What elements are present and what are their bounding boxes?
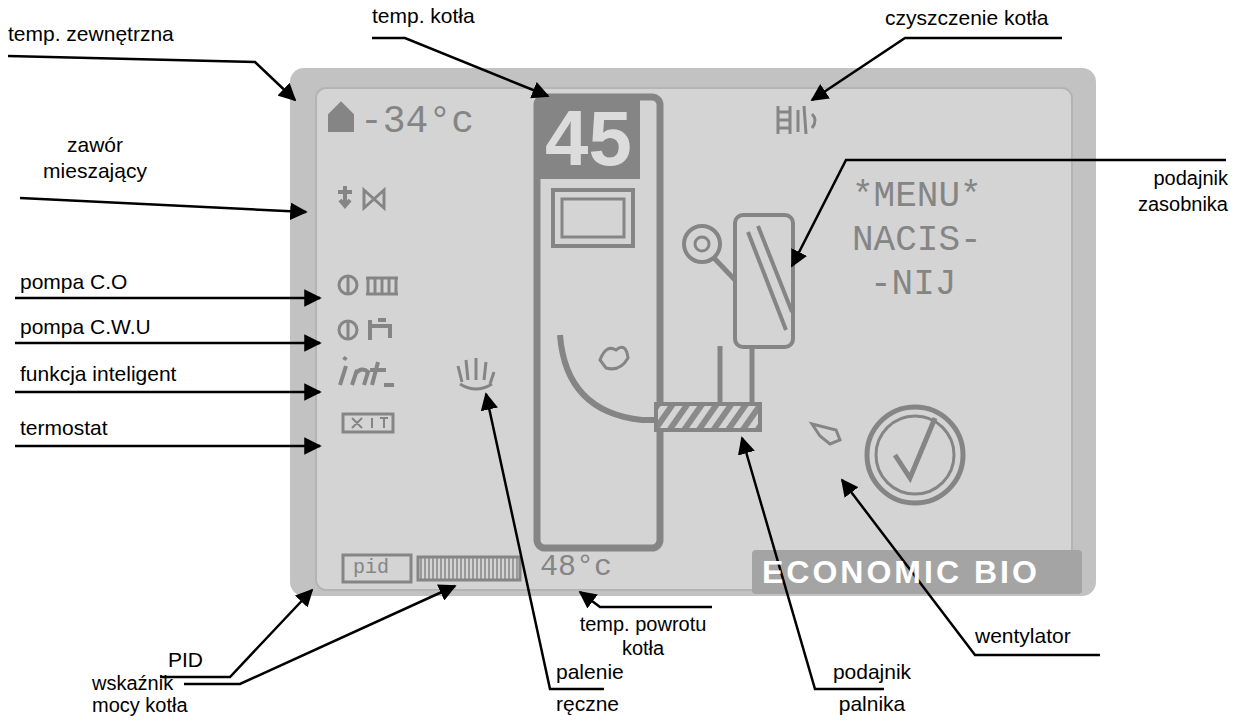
- leader-line: [580, 592, 712, 607]
- leader-line: [15, 297, 320, 300]
- ok-check: [895, 418, 935, 478]
- leader-line: [812, 38, 1062, 100]
- lcd-frame: [290, 68, 1096, 596]
- pump-cwu-icon: [339, 321, 357, 339]
- lcd-menu-text: -NIJ: [870, 264, 956, 305]
- hopper: [735, 215, 793, 347]
- leader-line: [372, 38, 548, 96]
- lcd-menu-text: NACIS-: [852, 220, 982, 261]
- lcd-screen: [316, 88, 1072, 590]
- lcd-return-temp: 48°c: [540, 550, 612, 584]
- callout-label: wentylator: [975, 624, 1071, 648]
- ok-circle: [867, 407, 963, 503]
- callout-label: czyszczenie kotła: [885, 6, 1048, 30]
- callout-label: termostat: [20, 416, 108, 440]
- power-bar: [418, 557, 520, 580]
- cleaning-icon: [778, 106, 815, 134]
- leader-line: [15, 391, 320, 394]
- callout-label: zawór mieszający: [30, 132, 160, 184]
- fan-icon: [812, 424, 840, 444]
- valve-arrow: [338, 186, 352, 206]
- leader-line: [486, 394, 604, 689]
- lcd-icons: [330, 97, 963, 582]
- lcd-boiler-temp: 45: [537, 97, 640, 179]
- valve-icon: [364, 190, 384, 208]
- boiler-door: [553, 190, 633, 246]
- thermostat-icon: [343, 414, 393, 432]
- flame-icon: [600, 347, 628, 369]
- leader-line: [20, 198, 306, 212]
- pid-frame: [343, 555, 411, 582]
- house-icon: [330, 104, 352, 130]
- manual-burn-icon: [458, 358, 494, 389]
- boiler-outline: [537, 97, 660, 548]
- boiler-chamber: [560, 335, 656, 420]
- callout-label: podajnik zasobnika: [1106, 165, 1228, 217]
- leader-line: [184, 586, 455, 684]
- feeder-pipe: [720, 346, 752, 404]
- leader-line: [160, 590, 312, 677]
- lcd-menu-text: *MENU*: [852, 176, 982, 217]
- lcd-pid-text: pid: [353, 556, 389, 580]
- callout-label: podajnik palnika: [822, 656, 922, 720]
- radiator-icon: [366, 278, 398, 294]
- lcd-outdoor-temp: -34°c: [360, 100, 474, 144]
- brand-watermark: ECONOMIC BIO: [762, 553, 1040, 591]
- callout-label: temp. kotła: [372, 4, 475, 28]
- callout-label: temp. powrotu kotła: [568, 612, 718, 660]
- burner-feeder: [656, 404, 760, 430]
- hopper-feeder: [748, 226, 792, 330]
- callout-label: wskaźnik mocy kotła: [92, 672, 202, 716]
- hopper-motor: [684, 226, 720, 262]
- leader-lines: [8, 38, 1226, 689]
- pump-co-icon: [339, 276, 357, 294]
- brand-strip: [752, 550, 1082, 594]
- leader-line: [15, 445, 320, 448]
- callout-label: pompa C.W.U: [20, 315, 151, 339]
- callout-label: PID: [168, 648, 203, 672]
- leader-line: [8, 56, 295, 100]
- leader-line: [15, 342, 320, 345]
- callout-label: temp. zewnętrzna: [8, 22, 174, 46]
- intelligent-icon: [340, 357, 394, 385]
- callout-label: pompa C.O: [20, 270, 127, 294]
- tap-icon: [370, 320, 390, 340]
- callout-label: palenie ręczne: [556, 656, 646, 720]
- callout-label: funkcja inteligent: [20, 362, 176, 386]
- boiler-temp-block: [537, 97, 640, 179]
